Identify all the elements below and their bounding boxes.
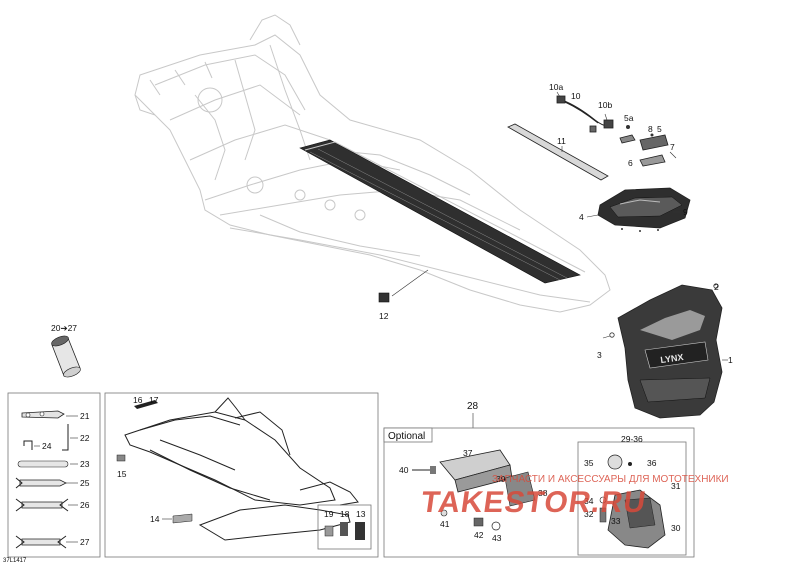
label-31: 31 [671,481,681,491]
label-37: 37 [463,448,473,458]
optional-label: Optional [388,431,425,442]
label-15: 15 [117,469,127,479]
label-16: 16 [133,395,143,405]
part-labels: 10a 10 10b 5a 11 8 5 7 6 4 9 12 2 3 1 20… [3,82,733,564]
label-32: 32 [584,509,594,519]
part-11-strip [507,123,609,181]
label-25: 25 [80,478,90,488]
label-20-27: 20➔27 [51,323,77,333]
label-5a: 5a [624,113,634,123]
label-29-36: 29-36 [621,434,643,444]
label-8: 8 [648,124,653,134]
label-36: 36 [647,458,657,468]
label-2: 2 [714,282,719,292]
heat-exchanger [299,139,586,284]
label-30: 30 [671,523,681,533]
sled-decal-panel [104,392,379,558]
label-19: 19 [324,509,334,519]
label-17: 17 [149,395,159,405]
label-11: 11 [557,136,566,146]
label-3: 3 [597,350,602,360]
label-41: 41 [440,519,450,529]
label-43: 43 [492,533,502,543]
label-12: 12 [379,311,389,321]
optional-hitch-panel [383,413,695,558]
part-4-housing [586,187,691,232]
label-13: 13 [356,509,366,519]
label-14: 14 [150,514,160,524]
label-39: 39 [496,474,506,484]
part-1-snowflap: LYNX [602,283,728,419]
label-10: 10 [571,91,581,101]
label-5: 5 [657,124,662,134]
label-7: 7 [670,142,675,152]
tail-light-parts [619,125,677,167]
svg-text:LYNX: LYNX [660,352,684,365]
label-21: 21 [80,411,90,421]
label-38: 38 [538,488,548,498]
chassis-frame [134,14,611,313]
label-10a: 10a [549,82,563,92]
label-40: 40 [399,465,409,475]
label-24: 24 [42,441,52,451]
label-35: 35 [584,458,594,468]
label-23: 23 [80,459,90,469]
watermark: ЗАПЧАСТИ И АКСЕССУАРЫ ДЛЯ МОТОТЕХНИКИ TA… [419,474,729,519]
part-20-27-container [51,335,81,378]
watermark-line1: ЗАПЧАСТИ И АКСЕССУАРЫ ДЛЯ МОТОТЕХНИКИ [492,474,729,485]
wire-harness [556,91,614,133]
label-18: 18 [340,509,350,519]
label-1: 1 [728,355,733,365]
label-42: 42 [474,530,484,540]
label-26: 26 [80,500,90,510]
label-22: 22 [80,433,90,443]
toolkit-panel [7,392,101,558]
watermark-line2: TAKESTOR.RU [419,486,648,519]
label-10b: 10b [598,100,612,110]
label-4: 4 [579,212,584,222]
label-34: 34 [584,496,594,506]
label-33: 33 [611,516,621,526]
label-28: 28 [467,401,479,412]
label-27: 27 [80,537,90,547]
drawing-code: 37L1417 [3,558,27,564]
label-9: 9 [683,207,688,217]
part-12-clip [378,269,429,303]
label-6: 6 [628,158,633,168]
